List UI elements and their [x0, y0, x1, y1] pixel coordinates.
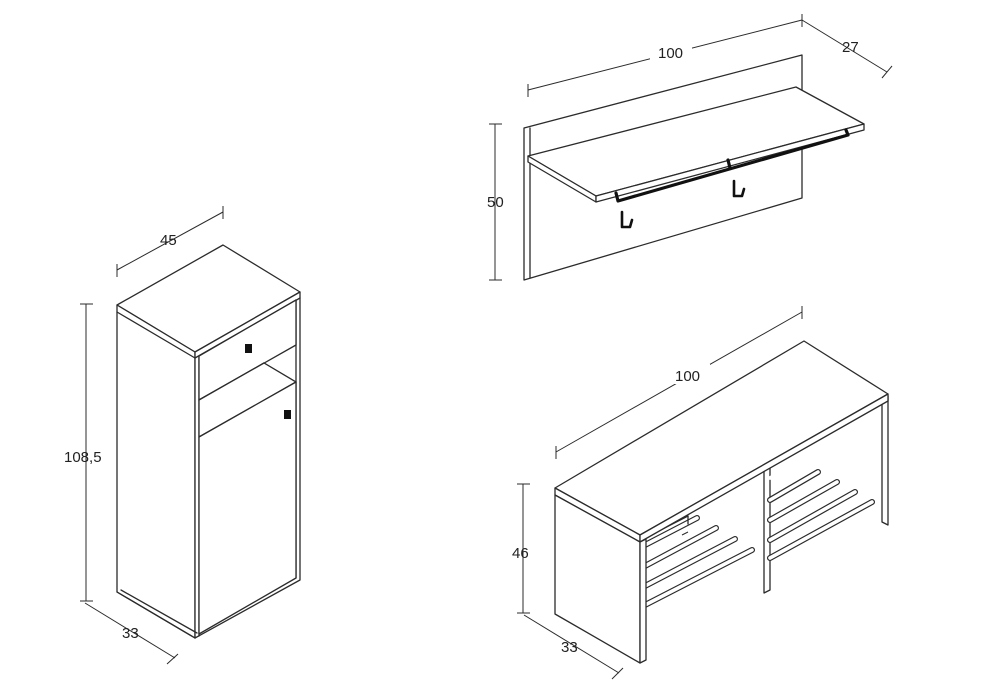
- shelf-width-dimension: 100: [527, 14, 803, 97]
- hanging-rail: [614, 128, 850, 203]
- coat-hook-left: [620, 210, 634, 229]
- shoe-bench-drawing: 100 46 33: [512, 306, 889, 680]
- cabinet-height-label: 108,5: [64, 449, 102, 466]
- wall-shelf-drawing: 100 50 27: [487, 14, 893, 281]
- shelf-height-label: 50: [487, 194, 504, 211]
- shelf-width-label: 100: [658, 45, 683, 62]
- bench-depth-label: 33: [561, 639, 578, 656]
- shoe-rods-left: [642, 515, 755, 608]
- shelf-height-dimension: 50: [487, 123, 504, 281]
- shelf-depth-dimension: 27: [801, 19, 893, 79]
- bench-width-dimension: 100: [555, 306, 803, 459]
- cabinet-height-dimension: 108,5: [64, 303, 102, 602]
- cabinet-drawing: 45 108,5 33: [64, 206, 301, 665]
- shoe-rods-right: [767, 460, 875, 561]
- cabinet-width-label: 45: [160, 232, 177, 249]
- cabinet-side: [116, 304, 196, 639]
- cabinet-width-dimension: 45: [116, 206, 224, 277]
- bench-height-dimension: 46: [512, 483, 530, 614]
- bench-width-label: 100: [675, 368, 700, 385]
- shelf-depth-label: 27: [842, 39, 859, 56]
- drawer-handle: [245, 344, 252, 353]
- cabinet-depth-label: 33: [122, 625, 139, 642]
- bench-divider: [763, 459, 771, 594]
- bench-height-label: 46: [512, 545, 529, 562]
- cabinet-door: [198, 381, 297, 635]
- door-handle: [284, 410, 291, 419]
- bench-depth-dimension: 33: [523, 614, 624, 680]
- cabinet-depth-dimension: 33: [84, 602, 179, 665]
- bench-top: [554, 340, 889, 536]
- coat-hook-right: [732, 179, 746, 198]
- bench-right-side: [881, 395, 889, 526]
